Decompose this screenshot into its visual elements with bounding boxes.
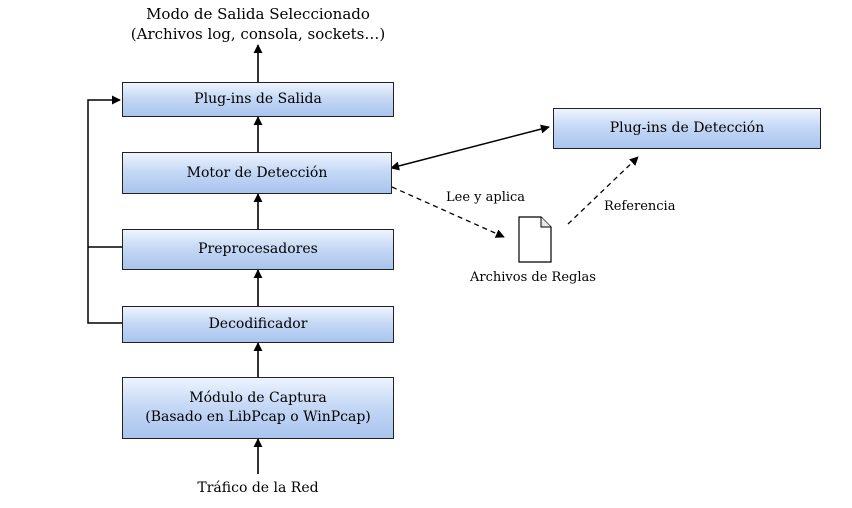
decoder-box: Decodificador (122, 306, 394, 343)
network-traffic-label: Tráfico de la Red (197, 480, 319, 496)
preprocessors-label: Preprocesadores (198, 241, 318, 257)
output-mode-examples: (Archivos log, consola, sockets…) (130, 25, 386, 43)
output-plugins-label: Plug-ins de Salida (194, 91, 322, 107)
output-mode-label: Modo de Salida Seleccionado (Archivos lo… (110, 4, 406, 44)
detection-plugins-box: Plug-ins de Detección (553, 108, 821, 149)
arrow-engine-to-rules (391, 186, 505, 238)
reference-label: Referencia (604, 199, 676, 214)
capture-module-subtitle: (Basado en LibPcap o WinPcap) (145, 409, 371, 425)
rules-document-icon (518, 216, 552, 263)
rules-file-label: Archivos de Reglas (470, 270, 596, 285)
detection-plugins-label: Plug-ins de Detección (609, 120, 765, 136)
capture-module-box: Módulo de Captura (Basado en LibPcap o W… (122, 377, 394, 439)
arrow-rules-to-plugins (567, 156, 639, 225)
bypass-connector (87, 95, 122, 324)
output-mode-title: Modo de Salida Seleccionado (146, 5, 370, 23)
detection-engine-box: Motor de Detección (122, 152, 392, 194)
capture-module-title: Módulo de Captura (189, 390, 327, 406)
decoder-label: Decodificador (208, 316, 308, 332)
arrow-engine-plugins (390, 124, 550, 171)
read-apply-label: Lee y aplica (446, 190, 526, 205)
output-plugins-box: Plug-ins de Salida (122, 82, 394, 117)
detection-engine-label: Motor de Detección (186, 164, 328, 181)
preprocessors-box: Preprocesadores (122, 229, 394, 270)
